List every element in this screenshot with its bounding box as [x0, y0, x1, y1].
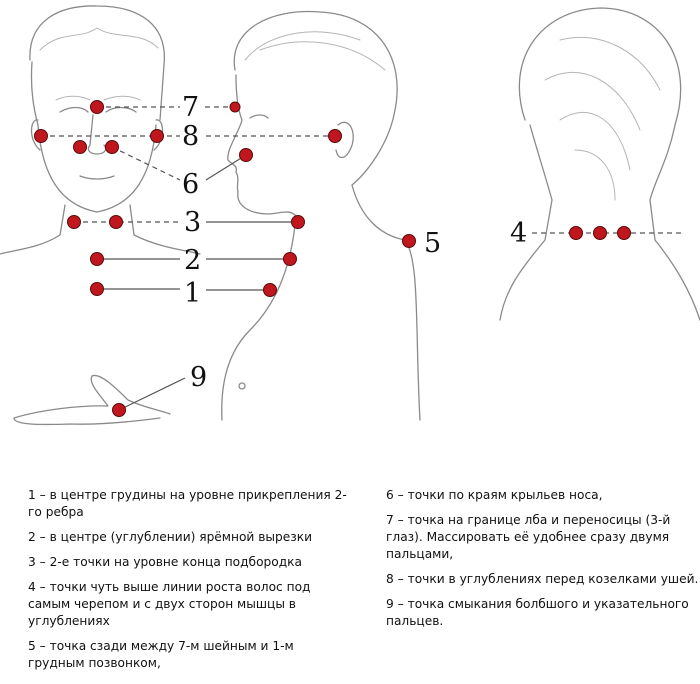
- label-7: 7: [182, 92, 199, 123]
- back-head-sketch: [499, 7, 700, 321]
- point-6-right: [105, 140, 119, 154]
- point-8-profile: [328, 129, 342, 143]
- label-2: 2: [184, 245, 201, 276]
- point-4-center: [593, 226, 607, 240]
- point-3-left: [67, 215, 81, 229]
- legend-right: 6 – точки по краям крыльев носа, 7 – точ…: [386, 487, 700, 638]
- label-6: 6: [182, 169, 199, 200]
- point-2-profile: [283, 252, 297, 266]
- legend-item-8: 8 – точки в углублениях перед козелками …: [386, 572, 699, 586]
- acupoints: [34, 100, 631, 417]
- legend-item-4: 4 – точки чуть выше линии роста волос по…: [28, 580, 311, 628]
- point-6-profile: [239, 148, 253, 162]
- legend-item-5: 5 – точка сзади между 7-м шейным и 1-м г…: [28, 639, 294, 670]
- point-3-profile: [291, 215, 305, 229]
- point-9: [112, 403, 126, 417]
- label-4: 4: [510, 218, 527, 249]
- legend-item-7: 7 – точка на границе лба и переносицы (3…: [386, 513, 671, 561]
- point-8-left: [34, 129, 48, 143]
- point-5: [402, 234, 416, 248]
- legend-item-1: 1 – в центре грудины на уровне прикрепле…: [28, 488, 347, 519]
- point-8-right: [150, 129, 164, 143]
- point-7-profile: [229, 101, 241, 113]
- label-5: 5: [424, 228, 441, 259]
- hand-sketch: [13, 374, 171, 426]
- point-4-left: [569, 226, 583, 240]
- label-1: 1: [184, 278, 201, 309]
- label-8: 8: [182, 121, 199, 152]
- legend-item-9: 9 – точка смыкания болбшого и указательн…: [386, 597, 689, 628]
- legend-item-3: 3 – 2-е точки на уровне конца подбородка: [28, 555, 302, 569]
- label-9: 9: [190, 362, 207, 393]
- profile-sketch: [221, 10, 421, 421]
- label-3: 3: [184, 207, 201, 238]
- point-3-right: [109, 215, 123, 229]
- point-2-front: [90, 252, 104, 266]
- point-1-front: [90, 282, 104, 296]
- point-6-left: [73, 140, 87, 154]
- connector-lines: [41, 106, 682, 411]
- point-7-front: [90, 100, 104, 114]
- legend-item-2: 2 – в центре (углублении) ярёмной вырезк…: [28, 530, 313, 544]
- legend-item-6: 6 – точки по краям крыльев носа,: [386, 488, 603, 502]
- point-4-right: [617, 226, 631, 240]
- point-1-profile: [263, 283, 277, 297]
- legend-left: 1 – в центре грудины на уровне прикрепле…: [28, 487, 348, 680]
- front-face-sketch: [0, 5, 201, 255]
